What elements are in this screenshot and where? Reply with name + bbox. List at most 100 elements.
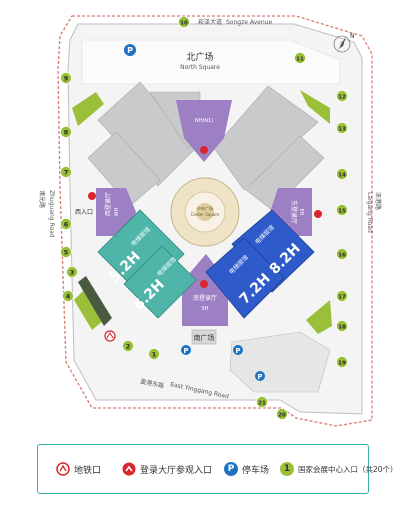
legend-center-entry: 1 国家会展中心入口（共20个） — [280, 445, 398, 493]
hall-north-purple — [176, 100, 232, 162]
parking-label: P — [235, 347, 240, 355]
entrance-16[interactable]: 16 — [336, 248, 348, 260]
entrance-15[interactable]: 15 — [336, 204, 348, 216]
entrance-number: 12 — [338, 94, 346, 100]
entrance-17[interactable]: 17 — [336, 290, 348, 302]
entrance-4[interactable]: 4 — [62, 290, 74, 302]
green-strip-sw — [74, 288, 104, 330]
hall-gray-e — [245, 135, 325, 211]
entrance-number: 16 — [338, 252, 346, 258]
entrance-number: 13 — [338, 126, 346, 132]
north-square-area — [81, 39, 341, 85]
parking-icon: P — [224, 462, 238, 476]
entrance-number: 6 — [64, 220, 69, 228]
parking-label: P — [183, 347, 188, 355]
road-west-en: Zhuguang Road — [48, 190, 55, 238]
entrance-number: 9 — [64, 74, 69, 82]
legend-metro: 地铁口 — [56, 445, 101, 493]
entrance-number: 20 — [278, 412, 286, 418]
entrance-9[interactable]: 9 — [60, 72, 72, 84]
entrance-11[interactable]: 11 — [294, 52, 306, 64]
parking-label: P — [127, 46, 133, 55]
entrance-number: 18 — [338, 324, 346, 330]
site-plan: 崧泽大道 Songze Avenue 诸光路 Zhuguang Road 涞港路… — [38, 15, 382, 427]
entrance-19[interactable]: 19 — [336, 356, 348, 368]
entrance-1[interactable]: 1 — [148, 348, 160, 360]
green-strip-se — [306, 300, 332, 334]
road-east-cn: 涞港路 — [374, 192, 382, 210]
compass-icon: N — [333, 33, 355, 53]
hall-entry-icon[interactable] — [88, 192, 96, 200]
parking-label: P — [257, 373, 262, 381]
entrance-number: 21 — [258, 400, 266, 406]
green-strip-ne — [300, 90, 330, 124]
metro-icon[interactable] — [104, 330, 116, 342]
entrance-number: 1 — [152, 350, 157, 358]
road-north-cn: 崧泽大道 — [198, 18, 222, 26]
entrance-number: 8 — [64, 128, 69, 136]
entrance-number: 7 — [64, 168, 69, 176]
green-strip-nw — [72, 92, 104, 126]
entrance-13[interactable]: 13 — [336, 122, 348, 134]
north-square-en: North Square — [180, 64, 220, 71]
hall-entry-icon[interactable] — [200, 280, 208, 288]
entrance-2[interactable]: 2 — [122, 340, 134, 352]
legend: 地铁口 登录大厅参观入口 P 停车场 1 国家会展中心入口（共20个） — [37, 444, 398, 494]
boundary-road — [57, 15, 373, 427]
entrance-6[interactable]: 6 — [60, 218, 72, 230]
entrance-18[interactable]: 18 — [336, 320, 348, 332]
legend-parking: P 停车场 — [224, 445, 269, 493]
entrance-12[interactable]: 12 — [336, 90, 348, 102]
entrance-number: 2 — [126, 342, 131, 350]
entrance-8[interactable]: 8 — [60, 126, 72, 138]
hall-entry-icon — [122, 462, 136, 476]
entrance-number: 3 — [70, 268, 75, 276]
entrance-number: 10 — [180, 20, 188, 26]
legend-metro-label: 地铁口 — [74, 465, 102, 476]
road-north-en: Songze Avenue — [226, 19, 272, 26]
entrance-number: 5 — [64, 248, 69, 256]
legend-hall-entry: 登录大厅参观入口 — [122, 445, 212, 493]
north-hall-label: NH(N1) — [195, 118, 213, 124]
center-en: Center Square — [191, 212, 220, 217]
east-hall-en: EH — [298, 209, 304, 216]
legend-hall-entry-label: 登录大厅参观入口 — [140, 465, 213, 476]
dark-strip-sw — [78, 276, 112, 326]
east-hall-cn: 东登录厅 — [290, 200, 298, 224]
legend-parking-label: 停车场 — [242, 465, 270, 476]
compass-label: N — [350, 33, 355, 40]
hall-entry-icon[interactable] — [314, 210, 322, 218]
parking-marker[interactable]: P — [255, 371, 265, 381]
entrance-number: 4 — [66, 292, 71, 300]
entrance-number: 15 — [338, 208, 346, 214]
south-hall-en: SH — [202, 306, 209, 312]
parking-marker[interactable]: P — [181, 345, 191, 355]
hall-gray-ne — [213, 85, 319, 191]
entrance-number: 14 — [338, 172, 346, 178]
entrance-number-icon: 1 — [280, 462, 294, 476]
entrance-20[interactable]: 20 — [276, 408, 288, 420]
entrance-number: 11 — [296, 56, 304, 62]
south-building — [191, 329, 217, 345]
entrance-3[interactable]: 3 — [66, 266, 78, 278]
parking-marker[interactable]: P — [124, 44, 136, 56]
entrance-7[interactable]: 7 — [60, 166, 72, 178]
road-west-cn: 诸光路 — [38, 190, 46, 208]
west-hall-cn: 西登录厅 — [104, 192, 112, 216]
hall-6-2h — [123, 245, 197, 319]
center-core — [196, 203, 214, 221]
south-east-block — [229, 331, 331, 393]
entrance-21[interactable]: 21 — [256, 396, 268, 408]
road-east-en: Laigang Road — [366, 192, 373, 233]
north-square-cn: 北广场 — [186, 51, 213, 63]
center-cn: 中央广场 — [197, 205, 213, 211]
entrance-5[interactable]: 5 — [60, 246, 72, 258]
metro-icon — [56, 462, 70, 476]
hall-entry-icon[interactable] — [200, 146, 208, 154]
entrance-10[interactable]: 10 — [178, 16, 190, 28]
parking-marker[interactable]: P — [233, 345, 243, 355]
west-entrance-label: 西入口 — [75, 209, 93, 216]
south-hall-cn: 南登录厅 — [193, 294, 217, 302]
entrance-14[interactable]: 14 — [336, 168, 348, 180]
